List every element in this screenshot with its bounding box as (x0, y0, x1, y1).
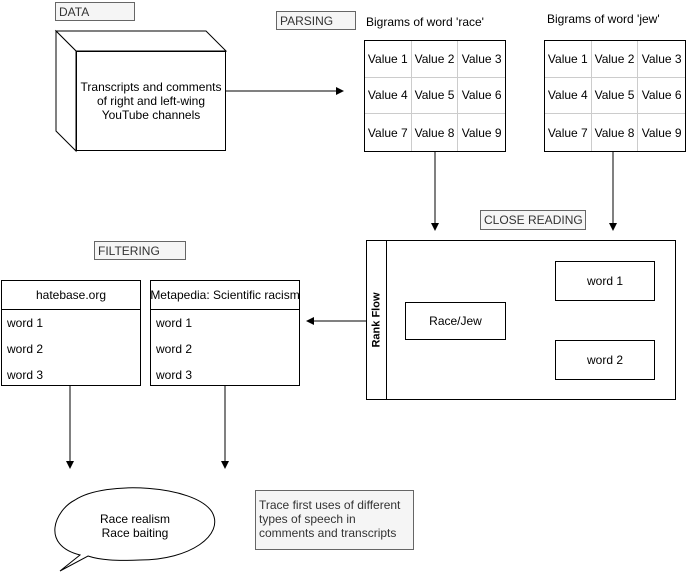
list-item: word 1 (7, 316, 44, 330)
metapedia-list-header: Metapedia: Scientific racism (150, 281, 300, 310)
table-cell: Value 1 (365, 41, 412, 78)
data-cube-shape (54, 29, 228, 153)
data-source-box: Transcripts and comments of right and le… (76, 51, 226, 151)
table-cell: Value 6 (638, 78, 685, 115)
rank-flow-word2-label: word 2 (586, 353, 624, 367)
rank-flow-title: Rank Flow (370, 292, 383, 348)
table-cell: Value 4 (365, 77, 412, 115)
table-cell: Value 5 (591, 77, 639, 115)
note-box: Trace first uses of different types of s… (255, 490, 414, 550)
rank-flow-title-bar: Rank Flow (367, 241, 387, 399)
table-cell: Value 9 (641, 125, 682, 140)
list-item: word 2 (7, 342, 44, 356)
list-item: word 2 (156, 342, 193, 356)
table-cell: Value 1 (545, 41, 592, 78)
table-cell: Value 3 (458, 41, 505, 78)
table-cell: Value 7 (365, 114, 412, 151)
outcome-text: Race realism Race baiting (80, 512, 190, 540)
table-cell: Value 9 (461, 125, 502, 140)
outcome-line-2: Race baiting (101, 526, 169, 540)
bigram-jew-table: Value 1 Value 2 Value 3 Value 4 Value 5 … (544, 40, 686, 152)
note-text: Trace first uses of different types of s… (259, 498, 401, 540)
rank-flow-word2-node: word 2 (555, 340, 655, 380)
rank-flow-root-label: Race/Jew (429, 314, 482, 328)
rank-flow-root-node: Race/Jew (405, 302, 506, 340)
table-cell: Value 8 (412, 114, 459, 151)
bigram-race-table: Value 1 Value 2 Value 3 Value 4 Value 5 … (364, 40, 506, 152)
table-cell: Value 7 (545, 114, 592, 151)
bigram-jew-title: Bigrams of word 'jew' (547, 12, 660, 26)
label-parsing: PARSING (276, 11, 356, 30)
table-cell: Value 6 (458, 78, 505, 115)
hatebase-list-header: hatebase.org (2, 281, 140, 310)
data-source-text: Transcripts and comments of right and le… (80, 80, 222, 122)
list-item: word 3 (7, 368, 44, 382)
hatebase-list: hatebase.org word 1 word 2 word 3 (1, 280, 141, 386)
list-item: word 3 (156, 368, 193, 382)
outcome-line-1: Race realism (99, 512, 171, 526)
table-cell: Value 4 (545, 77, 592, 115)
table-cell: Value 2 (411, 41, 459, 78)
label-filtering: FILTERING (94, 241, 186, 260)
bigram-race-title: Bigrams of word 'race' (366, 15, 484, 29)
list-item: word 1 (156, 316, 193, 330)
rank-flow-word1-label: word 1 (586, 274, 624, 288)
table-cell: Value 8 (592, 114, 639, 151)
table-cell: Value 5 (411, 77, 459, 115)
speech-bubble-shape (54, 487, 216, 572)
metapedia-list: Metapedia: Scientific racism word 1 word… (150, 280, 300, 386)
label-close-reading: CLOSE READING (480, 210, 586, 230)
label-data: DATA (55, 2, 135, 21)
table-cell: Value 3 (638, 41, 685, 78)
table-cell: Value 2 (591, 41, 639, 78)
rank-flow-word1-node: word 1 (555, 261, 655, 301)
